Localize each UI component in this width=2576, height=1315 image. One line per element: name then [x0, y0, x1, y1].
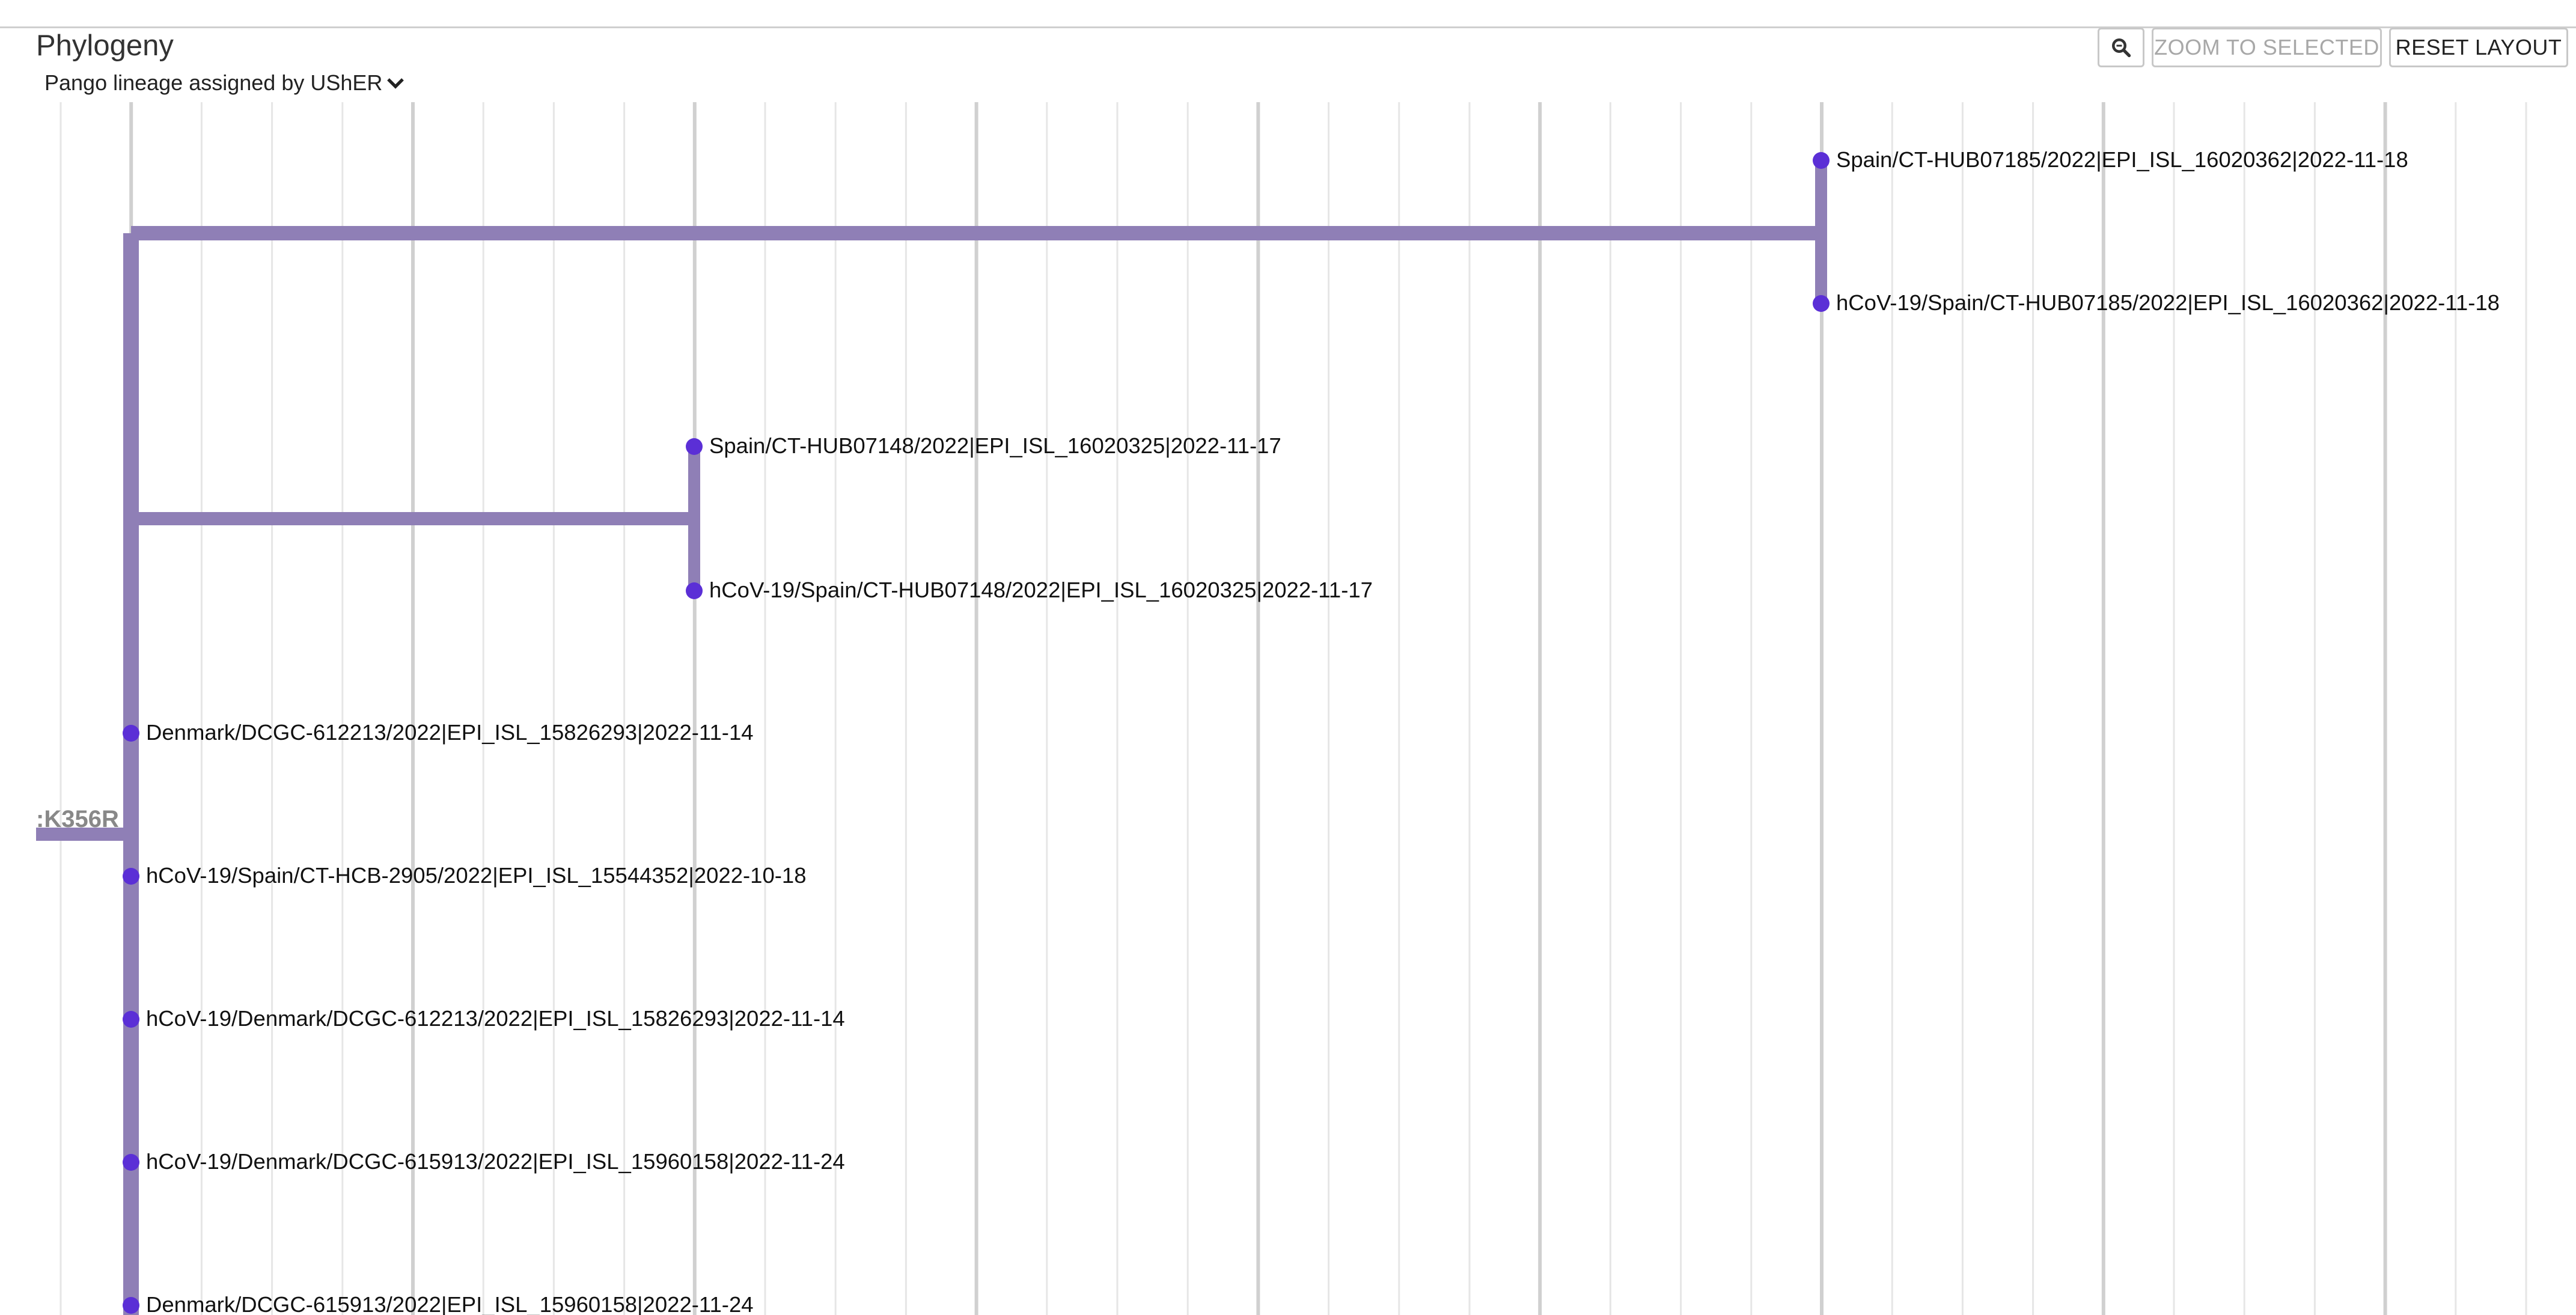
- tip-dot: [123, 1297, 139, 1314]
- tip-label: hCoV-19/Denmark/DCGC-615913/2022|EPI_ISL…: [146, 1149, 845, 1174]
- tip-dot: [123, 1011, 139, 1028]
- tip-node[interactable]: hCoV-19/Denmark/DCGC-615913/2022|EPI_ISL…: [123, 1149, 845, 1174]
- tip-node[interactable]: Denmark/DCGC-612213/2022|EPI_ISL_1582629…: [123, 720, 754, 745]
- tip-node[interactable]: hCoV-19/Spain/CT-HUB07185/2022|EPI_ISL_1…: [1813, 290, 2500, 315]
- tip-dot: [123, 868, 139, 885]
- zoom-search-button[interactable]: [2098, 28, 2144, 67]
- tip-label: Spain/CT-HUB07148/2022|EPI_ISL_16020325|…: [709, 433, 1281, 458]
- tip-dot: [1813, 152, 1830, 169]
- tip-dot: [686, 582, 703, 599]
- tip-label: hCoV-19/Denmark/DCGC-612213/2022|EPI_ISL…: [146, 1006, 845, 1031]
- chevron-down-icon: [387, 78, 404, 89]
- tip-dot: [123, 1154, 139, 1171]
- tip-node[interactable]: hCoV-19/Spain/CT-HCB-2905/2022|EPI_ISL_1…: [123, 863, 807, 888]
- tip-label: hCoV-19/Spain/CT-HCB-2905/2022|EPI_ISL_1…: [146, 863, 807, 888]
- tip-dot: [1813, 295, 1830, 312]
- tip-dot: [686, 438, 703, 455]
- tip-node[interactable]: Denmark/DCGC-615913/2022|EPI_ISL_1596015…: [123, 1292, 754, 1315]
- magnifier-icon: [2112, 38, 2131, 58]
- tip-label: hCoV-19/Spain/CT-HUB07148/2022|EPI_ISL_1…: [709, 578, 1373, 602]
- tip-node[interactable]: hCoV-19/Denmark/DCGC-612213/2022|EPI_ISL…: [123, 1006, 845, 1031]
- color-by-dropdown[interactable]: Pango lineage assigned by UShER: [44, 69, 406, 97]
- tip-dot: [123, 725, 139, 742]
- tree-grid: [60, 102, 2527, 1315]
- tree-branches: [36, 160, 1827, 1315]
- tip-node[interactable]: hCoV-19/Spain/CT-HUB07148/2022|EPI_ISL_1…: [686, 578, 1373, 602]
- tip-label: Spain/CT-HUB07185/2022|EPI_ISL_16020362|…: [1836, 147, 2408, 172]
- tip-label: Denmark/DCGC-612213/2022|EPI_ISL_1582629…: [146, 720, 754, 745]
- phylogeny-tree: :K356R Spain/CT-HUB07185/2022|EPI_ISL_16…: [36, 102, 2527, 1315]
- zoom-to-selected-button[interactable]: ZOOM TO SELECTED: [2152, 28, 2382, 67]
- reset-layout-button[interactable]: RESET LAYOUT: [2389, 28, 2568, 67]
- branch-label: :K356R: [36, 806, 119, 832]
- tip-label: hCoV-19/Spain/CT-HUB07185/2022|EPI_ISL_1…: [1836, 290, 2500, 315]
- tip-label: Denmark/DCGC-615913/2022|EPI_ISL_1596015…: [146, 1292, 754, 1315]
- tip-node[interactable]: Spain/CT-HUB07148/2022|EPI_ISL_16020325|…: [686, 433, 1281, 458]
- panel-top-border: [0, 26, 2576, 28]
- tree-tips: Spain/CT-HUB07185/2022|EPI_ISL_16020362|…: [123, 147, 2500, 1315]
- panel-title: Phylogeny: [36, 29, 174, 62]
- tip-node[interactable]: Spain/CT-HUB07185/2022|EPI_ISL_16020362|…: [1813, 147, 2408, 172]
- color-by-label: Pango lineage assigned by UShER: [44, 70, 383, 95]
